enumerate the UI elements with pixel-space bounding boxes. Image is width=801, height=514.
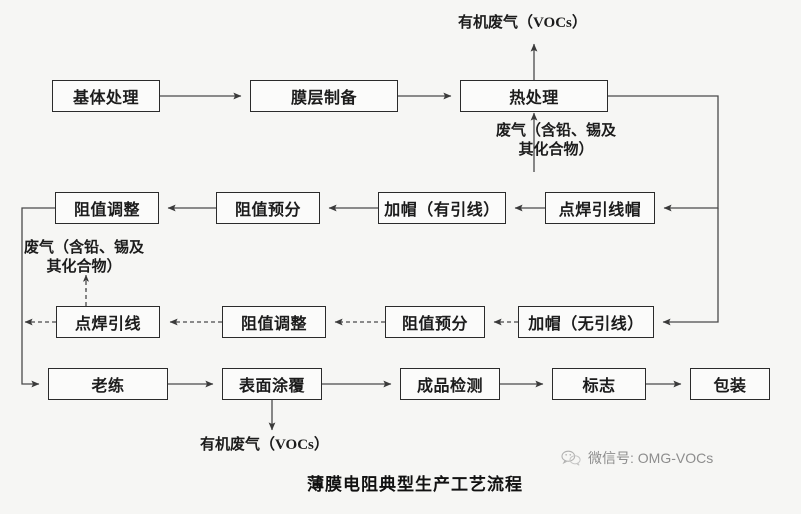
watermark: 微信号: OMG-VOCs [560, 448, 713, 468]
node-resistance-trim-row2[interactable]: 阻值调整 [55, 192, 159, 224]
emission-note-line-2: 其化合物） [518, 141, 594, 158]
emission-note-fumes-spot-weld: 废气（含铅、锡及 其化合物） [24, 239, 144, 277]
node-capping-with-lead[interactable]: 加帽（有引线） [378, 192, 506, 224]
node-marking[interactable]: 标志 [552, 368, 646, 400]
node-surface-coating[interactable]: 表面涂覆 [222, 368, 322, 400]
emission-note-voc-top: 有机废气（VOCs） [458, 15, 587, 31]
node-spot-weld-lead-cap[interactable]: 点焊引线帽 [545, 192, 655, 224]
node-resistance-trim-row3[interactable]: 阻值调整 [222, 306, 326, 338]
emission-note-line-1: 废气（含铅、锡及 [496, 123, 617, 139]
emission-note-fumes-heat-treatment: 废气（含铅、锡及 其化合物） [496, 122, 616, 160]
node-resistance-pre-sort-row2[interactable]: 阻值预分 [216, 192, 320, 224]
node-capping-no-lead[interactable]: 加帽（无引线） [518, 306, 654, 338]
node-final-inspection[interactable]: 成品检测 [400, 368, 500, 400]
wechat-icon [561, 450, 581, 466]
emission-note-line-1: 废气（含铅、锡及 [24, 240, 145, 256]
watermark-text: 微信号: OMG-VOCs [588, 450, 714, 466]
node-spot-weld-lead[interactable]: 点焊引线 [56, 306, 160, 338]
node-resistance-pre-sort-row3[interactable]: 阻值预分 [385, 306, 485, 338]
diagram-title: 薄膜电阻典型生产工艺流程 [307, 475, 523, 494]
node-substrate-treatment[interactable]: 基体处理 [52, 80, 160, 112]
node-packaging[interactable]: 包装 [690, 368, 770, 400]
node-heat-treatment[interactable]: 热处理 [460, 80, 608, 112]
edge-n7-leftrail-n12 [21, 207, 55, 388]
emission-note-line-2: 其化合物） [46, 258, 122, 275]
node-film-deposition[interactable]: 膜层制备 [250, 80, 398, 112]
edge-right-rail-n8 [662, 208, 719, 326]
node-burn-in[interactable]: 老练 [48, 368, 168, 400]
emission-note-voc-coating: 有机废气（VOCs） [200, 437, 329, 453]
